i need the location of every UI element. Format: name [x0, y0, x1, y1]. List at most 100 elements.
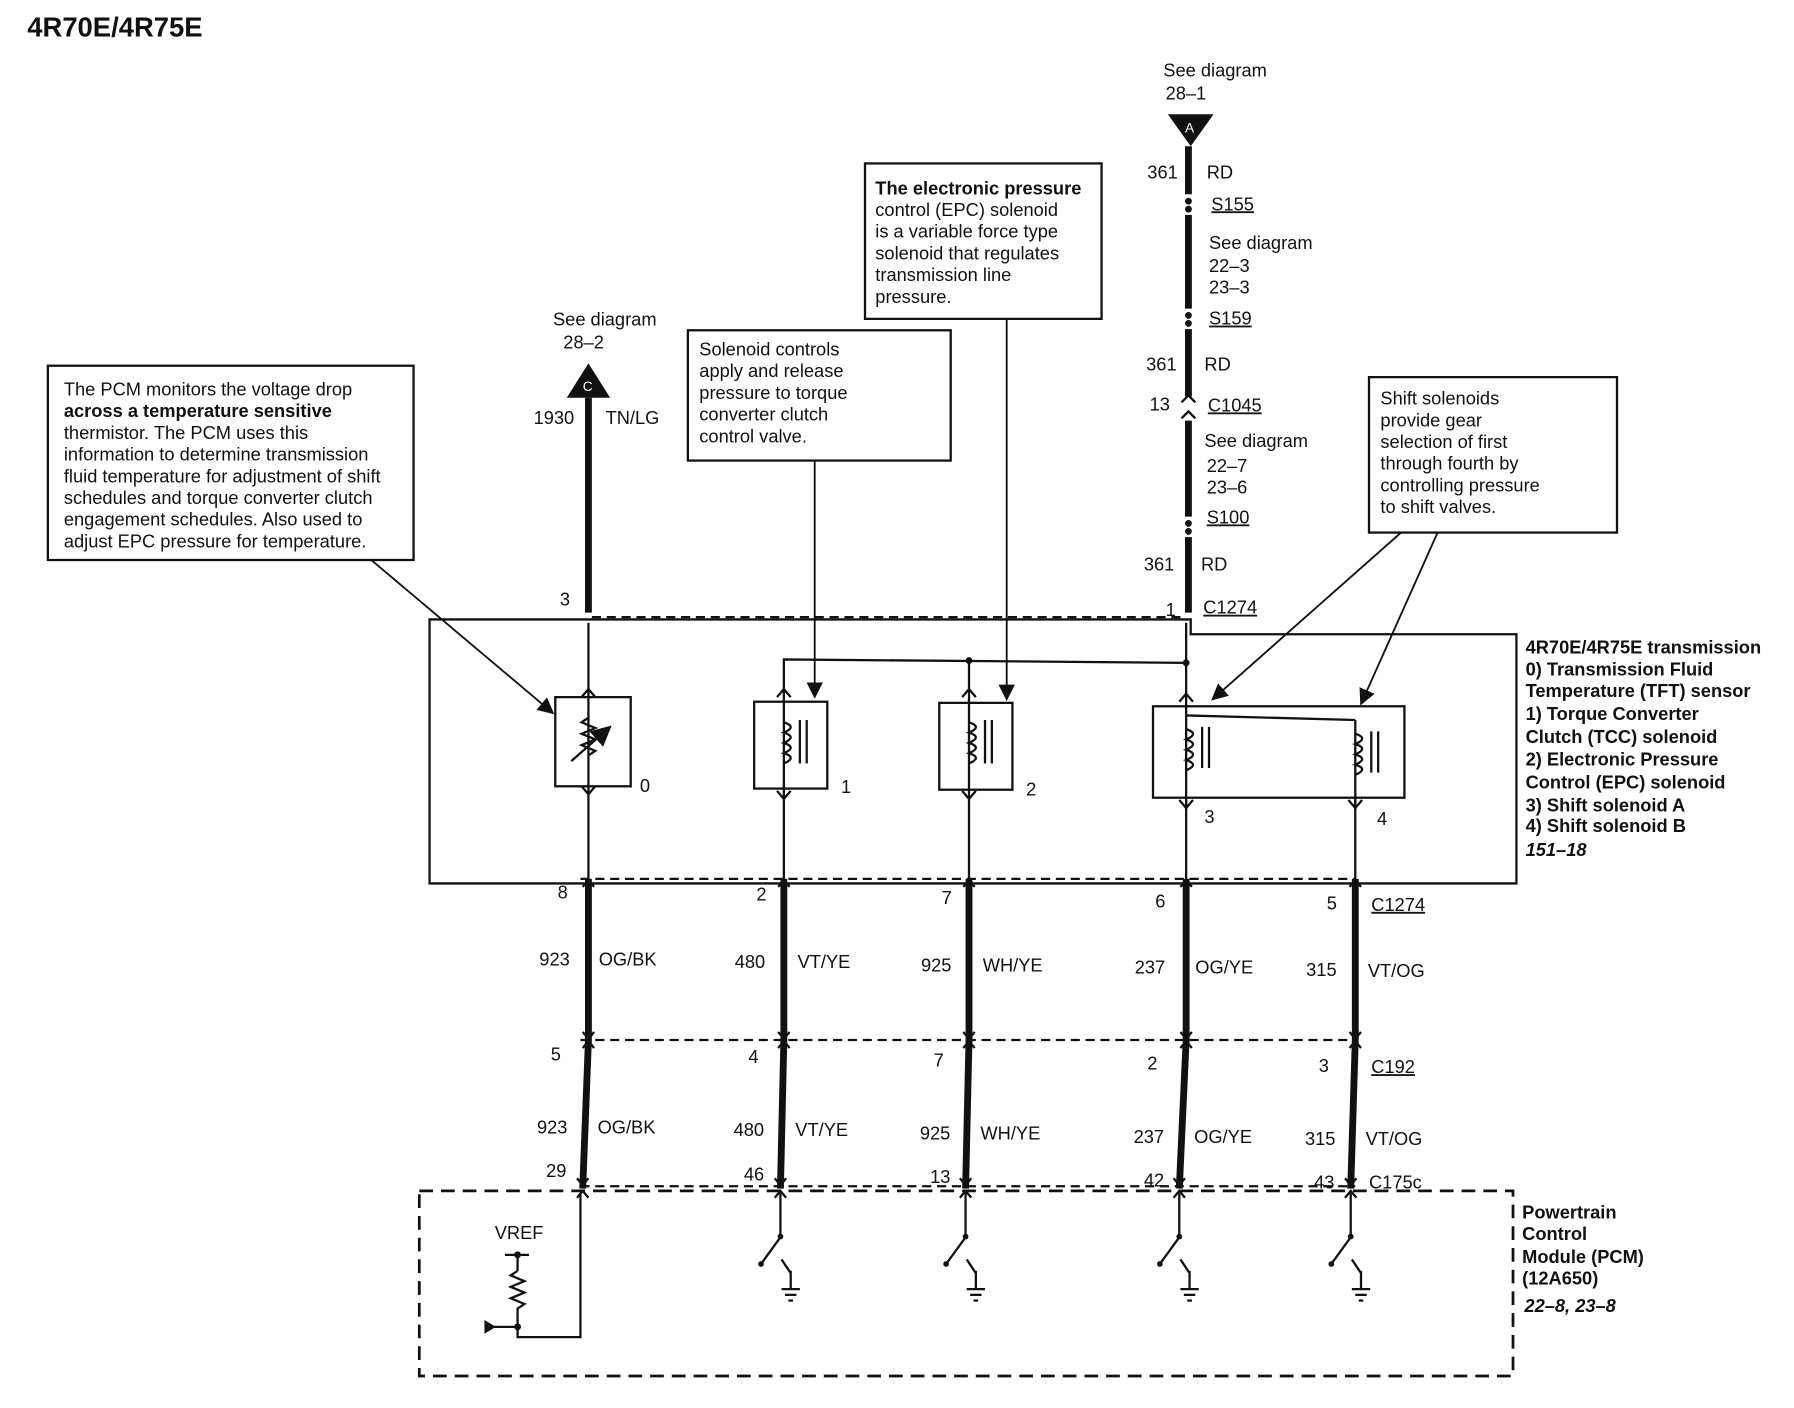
splice-s155: S155 — [1211, 193, 1254, 214]
shift-note-box: Shift solenoids provide gear selection o… — [1367, 376, 1619, 534]
feed-c-circuit: 1930 — [534, 407, 575, 428]
feed-a-see-mid1: See diagram — [1209, 232, 1313, 253]
feed-a-color1: RD — [1207, 161, 1233, 182]
tft-sensor — [554, 687, 632, 800]
ref-c-see: See diagram — [553, 309, 657, 330]
pcm-vref: VREF — [495, 1222, 544, 1243]
epc-note-text: The electronic pressure control (EPC) so… — [875, 177, 1086, 307]
wire-4-pin-upper: 5 — [1327, 893, 1337, 914]
wire-2-circuit-lower: 925 — [920, 1122, 950, 1143]
wire-3-color-lower: OG/YE — [1194, 1126, 1252, 1147]
tcc-note-text: Solenoid controls apply and release pres… — [699, 338, 852, 446]
ref-a-letter: A — [1185, 121, 1195, 136]
wire-0-labels: 8 923 OG/BK 5 923 OG/BK 29 — [537, 881, 657, 1181]
wire-1-pin-upper: 2 — [756, 884, 766, 905]
feed-a-see-mid2-a: 22–7 — [1207, 455, 1248, 476]
wire-0-pin-pcm: 29 — [546, 1160, 566, 1181]
callout-arrows — [370, 318, 1439, 715]
wire-2-circuit-upper: 925 — [921, 954, 951, 975]
pcm-switches — [758, 1193, 1371, 1302]
wire-3-labels: 6 237 OG/YE 2 237 OG/YE 42 — [1134, 890, 1254, 1190]
ref-a-triangle-icon — [1167, 114, 1214, 147]
feed-a-color3: RD — [1201, 553, 1227, 574]
feed-a-see-mid2-b: 23–6 — [1207, 477, 1248, 498]
wire-2-pin-upper: 7 — [942, 887, 952, 908]
switch-4-icon — [1328, 1193, 1371, 1302]
vref-resistor-icon — [484, 1193, 582, 1339]
wire-3-pin-mid: 2 — [1147, 1053, 1157, 1074]
shift-solenoids — [1151, 689, 1406, 810]
ref-a-see: See diagram — [1163, 60, 1267, 81]
c1045-pin: 13 — [1150, 393, 1170, 414]
component-1-label: 1 — [841, 776, 851, 797]
wire-1-labels: 2 480 VT/YE 4 480 VT/YE 46 — [734, 884, 851, 1185]
wire-1-connector-icon — [773, 878, 791, 1199]
tcc-solenoid — [753, 687, 829, 801]
feed-c-pin: 3 — [560, 589, 570, 610]
connector-c1045: C1045 — [1208, 394, 1262, 415]
tft-note-box: The PCM monitors the voltage drop across… — [46, 364, 415, 562]
feed-a-see-mid1-a: 22–3 — [1209, 255, 1250, 276]
wire-4-color-lower: VT/OG — [1366, 1128, 1423, 1149]
splice-s159: S159 — [1209, 308, 1252, 329]
pcm-ref: 22–8, 23–8 — [1523, 1295, 1616, 1316]
connector-c1274-top: C1274 — [1203, 597, 1257, 618]
feed-a-circuit1: 361 — [1147, 161, 1177, 182]
switch-1-icon — [758, 1193, 800, 1302]
wire-1-circuit-lower: 480 — [734, 1119, 764, 1140]
wire-2-pin-pcm: 13 — [930, 1166, 950, 1187]
wire-4-color-upper: VT/OG — [1368, 960, 1425, 981]
tft-note-text: The PCM monitors the voltage drop across… — [64, 378, 386, 551]
component-0-label: 0 — [640, 775, 650, 796]
pcm-legend: Powertrain Control Module (PCM) (12A650) — [1522, 1201, 1649, 1288]
connector-c175c: C175c — [1369, 1172, 1422, 1193]
wire-4-circuit-lower: 315 — [1305, 1128, 1335, 1149]
wire-3-color-upper: OG/YE — [1195, 957, 1253, 978]
feed-a-pin: 1 — [1166, 599, 1176, 620]
feed-a-circuit3: 361 — [1144, 553, 1174, 574]
ref-c-num: 28–2 — [563, 332, 604, 353]
wire-4-pin-mid: 3 — [1319, 1055, 1329, 1076]
wire-0-color-lower: OG/BK — [598, 1117, 656, 1138]
wire-1-pin-mid: 4 — [748, 1046, 758, 1067]
wire-2-color-lower: WH/YE — [980, 1122, 1040, 1143]
wire-4-labels: 5 315 VT/OG 3 315 VT/OG 43 — [1305, 893, 1425, 1193]
ref-c-letter: C — [583, 379, 593, 394]
wire-0-pin-upper: 8 — [558, 881, 568, 902]
component-3-label: 3 — [1204, 806, 1214, 827]
splice-s100: S100 — [1207, 506, 1250, 527]
wire-3-pin-upper: 6 — [1155, 890, 1165, 911]
wire-2-color-upper: WH/YE — [983, 954, 1043, 975]
switch-3-icon — [1157, 1193, 1199, 1302]
wire-2-pin-mid: 7 — [934, 1049, 944, 1070]
wire-0-circuit-lower: 923 — [537, 1117, 567, 1138]
wire-3-circuit-lower: 237 — [1134, 1126, 1164, 1147]
feed-a-see-mid2: See diagram — [1204, 430, 1308, 451]
switch-2-icon — [943, 1193, 985, 1302]
transmission-legend: 4R70E/4R75E transmission 0) Transmission… — [1526, 637, 1767, 836]
wire-1-pin-pcm: 46 — [744, 1164, 764, 1185]
wire-3-circuit-upper: 237 — [1135, 957, 1165, 978]
wire-0-circuit-upper: 923 — [539, 949, 569, 970]
shift-note-text: Shift solenoids provide gear selection o… — [1380, 388, 1544, 518]
pcm-box — [417, 1189, 1515, 1378]
wire-4-pin-pcm: 43 — [1314, 1172, 1334, 1193]
connector-c192: C192 — [1371, 1056, 1415, 1077]
tcc-note-box: Solenoid controls apply and release pres… — [686, 329, 952, 462]
ref-a-num: 28–1 — [1166, 82, 1207, 103]
wire-1-color-lower: VT/YE — [795, 1119, 848, 1140]
c1045-connector-icon — [1180, 393, 1197, 420]
feed-a-circuit2: 361 — [1146, 353, 1176, 374]
transmission-ref: 151–18 — [1526, 839, 1588, 860]
wire-0-color-upper: OG/BK — [599, 949, 657, 970]
wire-4-circuit-upper: 315 — [1306, 959, 1336, 980]
wire-3-connector-icon — [1172, 878, 1193, 1199]
transmission-box — [428, 618, 1518, 885]
epc-note-box: The electronic pressure control (EPC) so… — [863, 162, 1103, 320]
feed-a-see-mid1-b: 23–3 — [1209, 277, 1250, 298]
wire-1-color-upper: VT/YE — [798, 951, 851, 972]
internal-bus — [587, 622, 1190, 690]
wire-2-labels: 7 925 WH/YE 7 925 WH/YE 13 — [920, 887, 1043, 1187]
component-2-label: 2 — [1026, 778, 1036, 799]
